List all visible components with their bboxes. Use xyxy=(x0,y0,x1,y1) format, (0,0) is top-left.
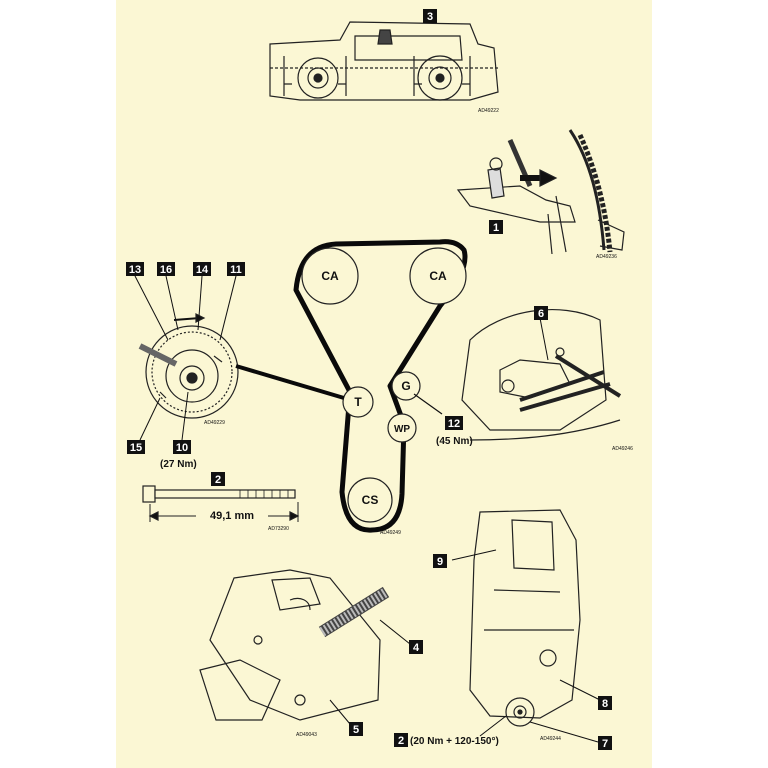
torque-guide-bolt: (45 Nm) xyxy=(436,436,473,447)
svg-text:8: 8 xyxy=(602,698,608,710)
callout-4: 4 xyxy=(409,640,423,654)
callout-3: 3 xyxy=(423,9,437,23)
bolt-length-dimension: 49,1 mm xyxy=(210,510,254,522)
leader-2-crank xyxy=(479,715,507,737)
svg-text:9: 9 xyxy=(437,556,443,568)
callout-11: 11 xyxy=(227,262,245,276)
leader-7 xyxy=(529,721,599,743)
svg-text:12: 12 xyxy=(448,418,460,430)
svg-text:1: 1 xyxy=(493,222,499,234)
leader-9 xyxy=(451,549,497,561)
pulley-label-t: T xyxy=(354,395,362,409)
figure-code-belt: AD49249 xyxy=(380,530,401,536)
crankshaft-area-figure xyxy=(469,509,581,727)
cam-lock-pins-figure xyxy=(461,309,622,441)
callout-14: 14 xyxy=(193,262,211,276)
camshaft-pulley-right xyxy=(409,247,467,305)
timing-belt xyxy=(293,239,468,533)
callout-12: 12 xyxy=(445,416,463,430)
crankshaft-pulley xyxy=(347,477,393,523)
pulley-label-g: G xyxy=(401,379,410,393)
callout-8: 8 xyxy=(598,696,612,710)
bolt-figure xyxy=(142,485,300,522)
callout-2-crank: 2 xyxy=(394,733,408,747)
pulley-label-cs: CS xyxy=(362,493,379,507)
torque-crank-bolt: (20 Nm + 120-150°) xyxy=(410,736,499,747)
leader-8 xyxy=(559,679,601,701)
figure-code-tensioner: AD49229 xyxy=(204,420,225,426)
callout-1: 1 xyxy=(489,220,503,234)
leader-5 xyxy=(329,699,351,725)
dimension-bg xyxy=(196,508,268,522)
tensioner-leaders xyxy=(134,275,237,441)
svg-text:14: 14 xyxy=(196,264,209,276)
pulley-label-wp: WP xyxy=(394,424,410,435)
pulley-label-ca-right: CA xyxy=(429,269,447,283)
figure-code-lock: AD49236 xyxy=(596,254,617,260)
tensioner-pointer xyxy=(235,364,345,400)
guide-pulley xyxy=(391,371,421,401)
tensioner-detail-figure xyxy=(138,313,239,419)
svg-text:5: 5 xyxy=(353,724,359,736)
pulleys xyxy=(301,247,467,523)
figure-code-bolt: AD73290 xyxy=(268,526,289,532)
camshaft-pulley-left xyxy=(301,247,359,305)
callout-6: 6 xyxy=(534,306,548,320)
svg-text:2: 2 xyxy=(398,735,404,747)
callout-9: 9 xyxy=(433,554,447,568)
svg-text:2: 2 xyxy=(215,474,221,486)
tensioner-pulley xyxy=(342,386,374,418)
locking-tool-figure xyxy=(456,129,625,255)
figure-code-cam-lock: AD49246 xyxy=(612,446,633,452)
figure-code-top: AD49222 xyxy=(478,108,499,114)
callout-7: 7 xyxy=(598,736,612,750)
svg-text:10: 10 xyxy=(176,442,188,454)
engine-mount-figure xyxy=(199,569,390,721)
leader-12 xyxy=(413,393,443,415)
svg-text:11: 11 xyxy=(230,264,242,276)
svg-text:7: 7 xyxy=(602,738,608,750)
pulley-label-ca-left: CA xyxy=(321,269,339,283)
svg-text:3: 3 xyxy=(427,11,433,23)
callout-10: 10 xyxy=(173,440,191,454)
callout-16: 16 xyxy=(157,262,175,276)
svg-text:4: 4 xyxy=(413,642,420,654)
callout-5: 5 xyxy=(349,722,363,736)
svg-text:16: 16 xyxy=(160,264,172,276)
svg-text:15: 15 xyxy=(130,442,142,454)
leader-4 xyxy=(379,619,411,645)
callout-2-bolt: 2 xyxy=(211,472,225,486)
camshaft-housing-figure xyxy=(269,21,499,101)
figure-code-bottom-left: AD49043 xyxy=(296,732,317,738)
leader-6 xyxy=(539,317,549,361)
torque-tensioner-bolt: (27 Nm) xyxy=(160,459,197,470)
svg-text:6: 6 xyxy=(538,308,544,320)
svg-text:13: 13 xyxy=(129,264,141,276)
water-pump-pulley xyxy=(387,413,417,443)
callout-13: 13 xyxy=(126,262,144,276)
callout-15: 15 xyxy=(127,440,145,454)
figure-code-bottom-right: AD49244 xyxy=(540,736,561,742)
